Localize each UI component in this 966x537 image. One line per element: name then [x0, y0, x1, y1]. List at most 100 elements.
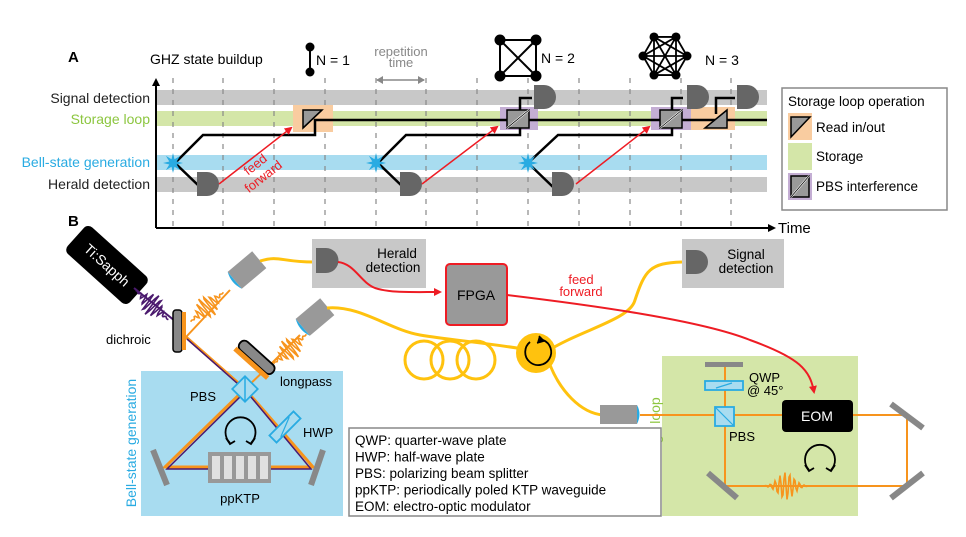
hwp-label: HWP: [303, 425, 333, 440]
hwp-plate: [268, 410, 302, 444]
ppktp-period: [212, 456, 220, 479]
storage-mirror-bottom-right: [889, 470, 925, 501]
read-in-splitter-1: [302, 109, 324, 130]
storage-loop-region: [662, 356, 858, 516]
panel-b: B Bell-state generation Storage loop Ti:…: [66, 213, 925, 517]
fpga-label: FPGA: [457, 287, 496, 303]
glossary-entry: HWP: half-wave plate: [355, 450, 485, 465]
row-label-herald: Herald detection: [48, 176, 150, 192]
bell-source-icon: [518, 153, 538, 173]
photon-paths: [174, 96, 767, 188]
storage-mirror-top: [705, 362, 743, 367]
fpga-box: [445, 263, 508, 326]
fiber-coupler-herald: [227, 251, 267, 289]
repetition-label-2: time: [389, 55, 414, 70]
row-label-bell: Bell-state generation: [22, 154, 150, 170]
detector-icon: [534, 85, 556, 109]
storage-mirror-top-right: [889, 401, 925, 431]
time-axis-label: Time: [778, 220, 811, 237]
n3-label: N = 3: [705, 52, 739, 68]
detector-icon: [687, 85, 709, 109]
glossary-entry: ppKTP: periodically poled KTP waveguide: [355, 483, 606, 498]
row-label-signal: Signal detection: [50, 90, 150, 106]
feed-forward-label-b1: feed: [568, 272, 593, 287]
storage-mirror-bottom-left: [706, 470, 739, 501]
bell-mirror-right: [308, 449, 326, 486]
graph-node: [671, 70, 681, 80]
graph-node: [682, 51, 692, 61]
pbs-cube-1: [506, 109, 530, 129]
legend-item-read: Read in/out: [816, 120, 885, 135]
circulator: [516, 333, 556, 373]
signal-box-label-2: detection: [719, 261, 774, 276]
bell-mirror-left: [150, 448, 170, 487]
graph-node: [649, 32, 659, 42]
legend-item-storage: Storage: [816, 149, 863, 164]
panel-a-title: GHZ state buildup: [150, 51, 263, 67]
bell-source-icon: [366, 153, 386, 173]
panel-a: A GHZ state buildup Signal detection Sto…: [22, 32, 948, 237]
ghz-graph-n2: [494, 34, 542, 82]
pbs-cube-2: [659, 109, 683, 129]
glossary-entry: EOM: electro-optic modulator: [355, 499, 531, 514]
feed-forward-arrows: [218, 125, 651, 185]
graph-edge: [642, 36, 677, 57]
graph-node: [638, 51, 648, 61]
storage-pbs-label: PBS: [729, 429, 755, 444]
panel-a-label: A: [68, 49, 79, 66]
bell-pbs-label: PBS: [190, 389, 216, 404]
signal-box-label-1: Signal: [727, 247, 765, 262]
fiber-coupler-signal: [295, 298, 335, 336]
herald-box-label-1: Herald: [377, 246, 417, 261]
ppktp-period: [236, 456, 244, 479]
dichroic-mirror: [172, 309, 186, 353]
legend-item-pbs: PBS interference: [816, 179, 918, 194]
qwp-label-2: @ 45°: [747, 383, 783, 398]
n1-label: N = 1: [316, 52, 350, 68]
ppktp-period: [248, 456, 256, 479]
ppktp-label: ppKTP: [220, 491, 260, 506]
graph-edge: [653, 36, 677, 76]
signal-detector-icon: [686, 250, 708, 274]
ppktp-period: [260, 456, 268, 479]
ppktp-crystal: [208, 452, 271, 483]
detectors: [197, 85, 759, 196]
legend: Storage loop operation Read in/out Stora…: [781, 87, 948, 211]
legend-read-icon: [790, 116, 812, 139]
repetition-label-1: repetition: [374, 44, 427, 59]
wave-packet-icon: [135, 289, 169, 321]
circulation-icon-bell: [224, 416, 257, 446]
glossary-box: [348, 427, 662, 517]
read-out-splitter: [702, 108, 728, 129]
graph-node: [671, 32, 681, 42]
circulation-icon-storage: [804, 443, 836, 473]
bell-source-icon: [163, 153, 183, 173]
eom-label: EOM: [801, 408, 833, 424]
eom-box: [782, 400, 853, 432]
bell-state-band: [157, 155, 767, 170]
bell-pbs: [230, 374, 260, 404]
fiber-coupler-storage: [600, 405, 640, 424]
longpass-label: longpass: [280, 374, 333, 389]
ghz-graph-n3: [638, 32, 692, 80]
wave-packet-icon: [273, 333, 307, 365]
signal-detection-band: [157, 90, 767, 105]
detector-icon: [552, 172, 574, 196]
legend-swatch-storage: [788, 143, 812, 170]
fibers: [259, 257, 683, 417]
dichroic-label: dichroic: [106, 332, 151, 347]
glossary-entry: PBS: polarizing beam splitter: [355, 466, 529, 481]
longpass-filter: [233, 339, 276, 380]
detector-icon: [197, 172, 219, 196]
qwp-plate: [704, 380, 744, 391]
detector-icon: [400, 172, 422, 196]
bell-sources: [163, 153, 538, 173]
storage-pbs: [714, 406, 735, 427]
feed-forward-label-b2: forward: [559, 284, 602, 299]
detector-icon: [737, 85, 759, 109]
feed-forward-lines: [337, 261, 817, 394]
herald-box-label-2: detection: [366, 260, 421, 275]
ghz-graph-n1: [305, 42, 315, 77]
